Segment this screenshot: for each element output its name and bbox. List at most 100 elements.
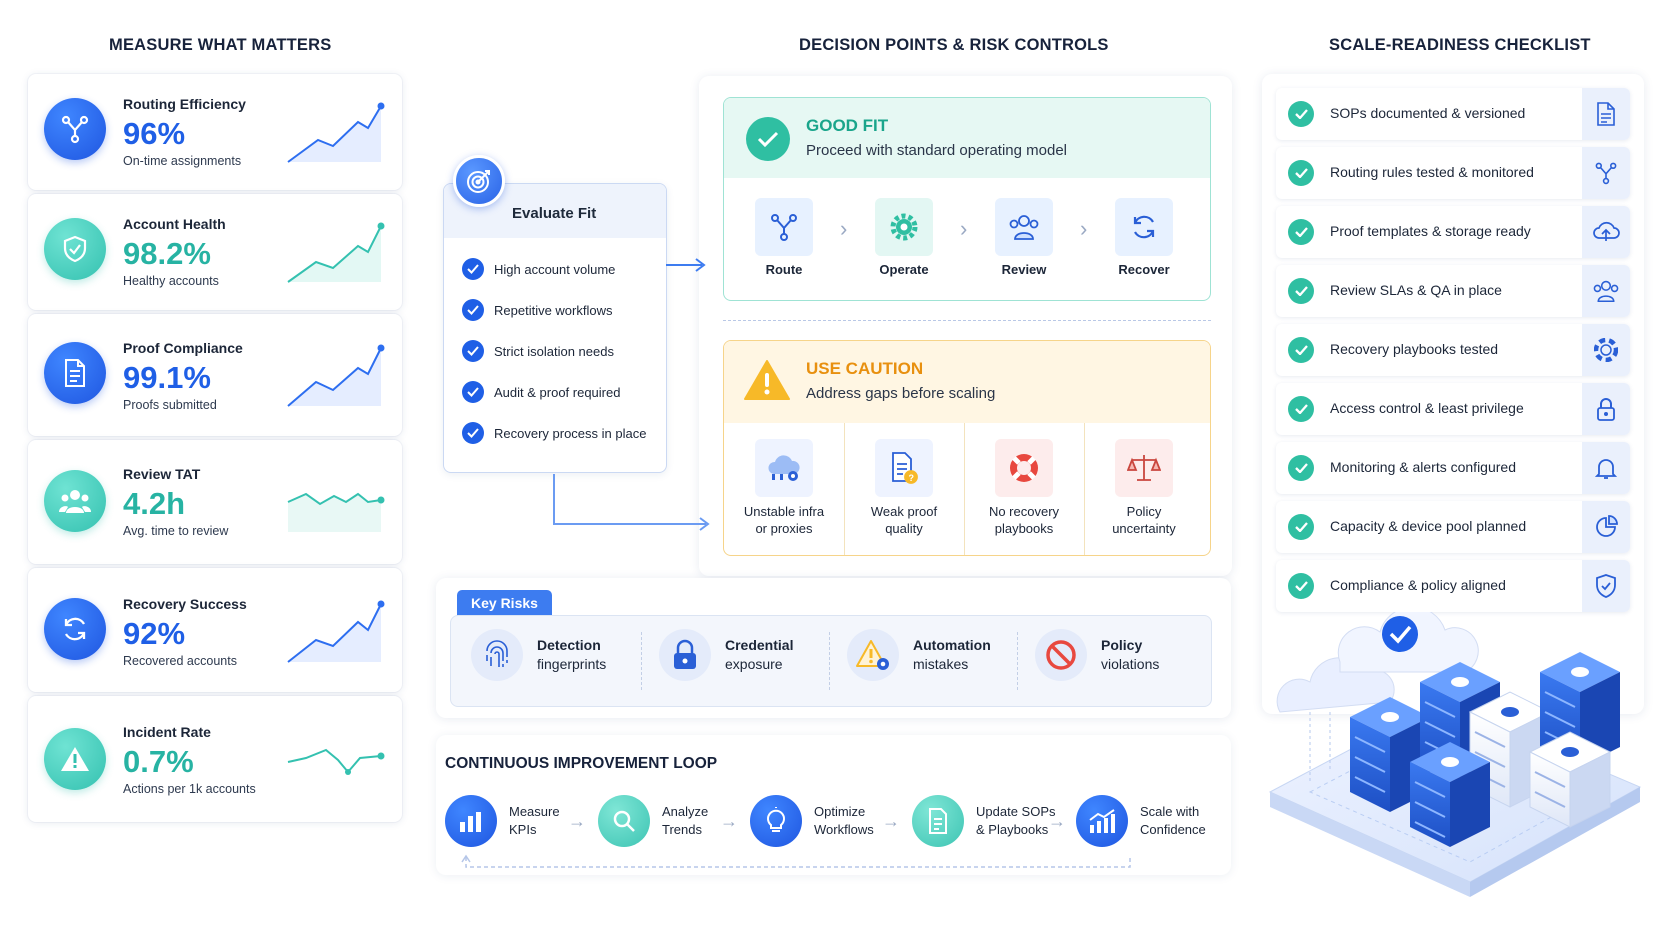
check-icon [1288,396,1314,422]
check-circle-icon [746,117,790,161]
kpi-value: 96% [123,116,186,151]
loop-step-update: Update SOPs& Playbooks [912,795,1056,847]
check-icon [462,381,484,403]
loop-return-arrow [461,854,1131,868]
refresh-icon [44,598,106,660]
arrow-right-icon: → [568,811,586,831]
document-icon [44,342,106,404]
warning-icon [44,728,106,790]
check-icon [462,258,484,280]
lifebuoy-icon [1582,324,1630,376]
checklist-item: Monitoring & alerts configured [1276,442,1630,494]
good-fit-title: GOOD FIT [806,116,889,135]
eval-item: Audit & proof required [462,381,620,403]
lifebuoy-icon [995,439,1053,497]
check-icon [462,340,484,362]
cloud-gear-icon [755,439,813,497]
kpi-value: 0.7% [123,744,194,779]
measure-title: MEASURE WHAT MATTERS [109,36,332,54]
shield-icon [1582,560,1630,612]
gear-icon [875,198,933,256]
sparkline [287,748,385,775]
eval-item: Strict isolation needs [462,340,614,362]
kpi-label: Review TAT [123,466,201,482]
kpi-value: 99.1% [123,360,211,395]
checklist-item: Routing rules tested & monitored [1276,147,1630,199]
bell-icon [1582,442,1630,494]
step-operate: Operate [854,198,954,277]
checklist-item: SOPs documented & versioned [1276,88,1630,140]
kpi-value: 98.2% [123,236,211,271]
checklist-item: Capacity & device pool planned [1276,501,1630,553]
checklist-item: Proof templates & storage ready [1276,206,1630,258]
divider [723,320,1211,321]
sparkline [287,222,385,283]
check-icon [1288,573,1314,599]
arrow-to-caution [553,474,710,531]
pie-chart-icon [1582,501,1630,553]
arrow-right-icon: → [720,811,738,831]
arrow-right-icon: → [1048,811,1066,831]
kpi-card-routing: Routing Efficiency 96% On-time assignmen… [28,74,402,190]
step-review: Review [974,198,1074,277]
eval-item: Recovery process in place [462,422,646,444]
kpi-label: Proof Compliance [123,340,243,356]
key-risks-tag: Key Risks [457,590,552,616]
svg-text:?: ? [909,473,915,483]
check-icon [1288,219,1314,245]
routing-icon [1582,147,1630,199]
routing-icon [755,198,813,256]
kpi-card-recovery: Recovery Success 92% Recovered accounts [28,568,402,692]
bar-chart-icon [445,795,497,847]
good-fit-subtitle: Proceed with standard operating model [806,142,1067,159]
kpi-sub: Avg. time to review [123,524,229,538]
kpi-label: Routing Efficiency [123,96,246,112]
scale-icon [1115,439,1173,497]
kpi-label: Recovery Success [123,596,247,612]
sparkline [287,102,385,163]
decision-title: DECISION POINTS & RISK CONTROLS [799,36,1109,54]
kpi-sub: Recovered accounts [123,654,237,668]
checklist-item: Access control & least privilege [1276,383,1630,435]
lightbulb-icon [750,795,802,847]
no-entry-icon [1035,629,1087,681]
scale-title: SCALE-READINESS CHECKLIST [1329,36,1591,54]
people-icon [1582,265,1630,317]
check-icon [1288,455,1314,481]
kpi-card-review: Review TAT 4.2h Avg. time to review [28,440,402,564]
caution-subtitle: Address gaps before scaling [806,385,996,402]
target-icon [453,155,505,207]
lock-icon [659,629,711,681]
magnifier-icon [598,795,650,847]
checklist-item: Compliance & policy aligned [1276,560,1630,612]
server-cloud-illustration-icon [1268,612,1642,897]
people-icon [44,470,106,532]
step-recover: Recover [1094,198,1194,277]
refresh-icon [1115,198,1173,256]
arrow-to-good-fit [666,258,706,272]
cloud-upload-icon [1582,206,1630,258]
document-icon [1582,88,1630,140]
eval-item: High account volume [462,258,615,280]
sparkline [287,600,385,663]
caution-title: USE CAUTION [806,359,924,378]
fingerprint-icon [471,629,523,681]
kpi-value: 92% [123,616,186,651]
sparkline [287,344,385,407]
kpi-label: Incident Rate [123,724,211,740]
evaluate-fit-card: Evaluate Fit High account volume Repetit… [443,183,667,473]
warning-icon [744,359,790,406]
loop-title: CONTINUOUS IMPROVEMENT LOOP [445,755,718,772]
lock-icon [1582,383,1630,435]
kpi-sub: Healthy accounts [123,274,219,288]
checklist-item: Review SLAs & QA in place [1276,265,1630,317]
eval-item: Repetitive workflows [462,299,613,321]
